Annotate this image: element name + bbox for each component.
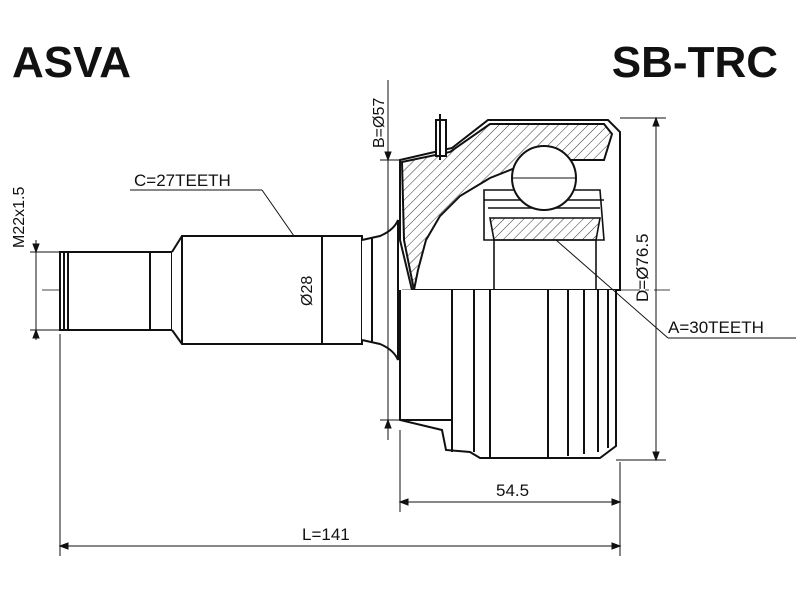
total-length-dimension — [58, 334, 622, 556]
shaft-neck — [361, 219, 399, 361]
spline-c-label: C=27TEETH — [134, 171, 231, 190]
part-number: SB-TRC — [611, 38, 778, 87]
dia-b-label: B=Ø57 — [371, 98, 388, 148]
thread-label: M22x1.5 — [11, 187, 28, 248]
dia-b-dimension — [380, 80, 400, 440]
brand-name: ASVA — [12, 38, 131, 87]
bell-length-label: 54.5 — [496, 481, 529, 500]
spline-a-label: A=30TEETH — [668, 318, 764, 337]
dia-d-label: D=Ø76.5 — [633, 233, 652, 302]
dia-d-dimension — [616, 116, 666, 462]
spline-c-leader — [130, 189, 295, 237]
inner-race-assembly — [483, 145, 605, 290]
shaft-diameter-label: Ø28 — [299, 276, 316, 306]
spline-shaft — [171, 235, 363, 345]
total-length-label: L=141 — [302, 525, 350, 544]
bell-length-dimension — [398, 430, 622, 512]
bell-housing — [399, 114, 621, 459]
thread-dimension — [30, 240, 60, 340]
threaded-stub — [59, 251, 173, 331]
spline-a-leader — [555, 239, 796, 339]
